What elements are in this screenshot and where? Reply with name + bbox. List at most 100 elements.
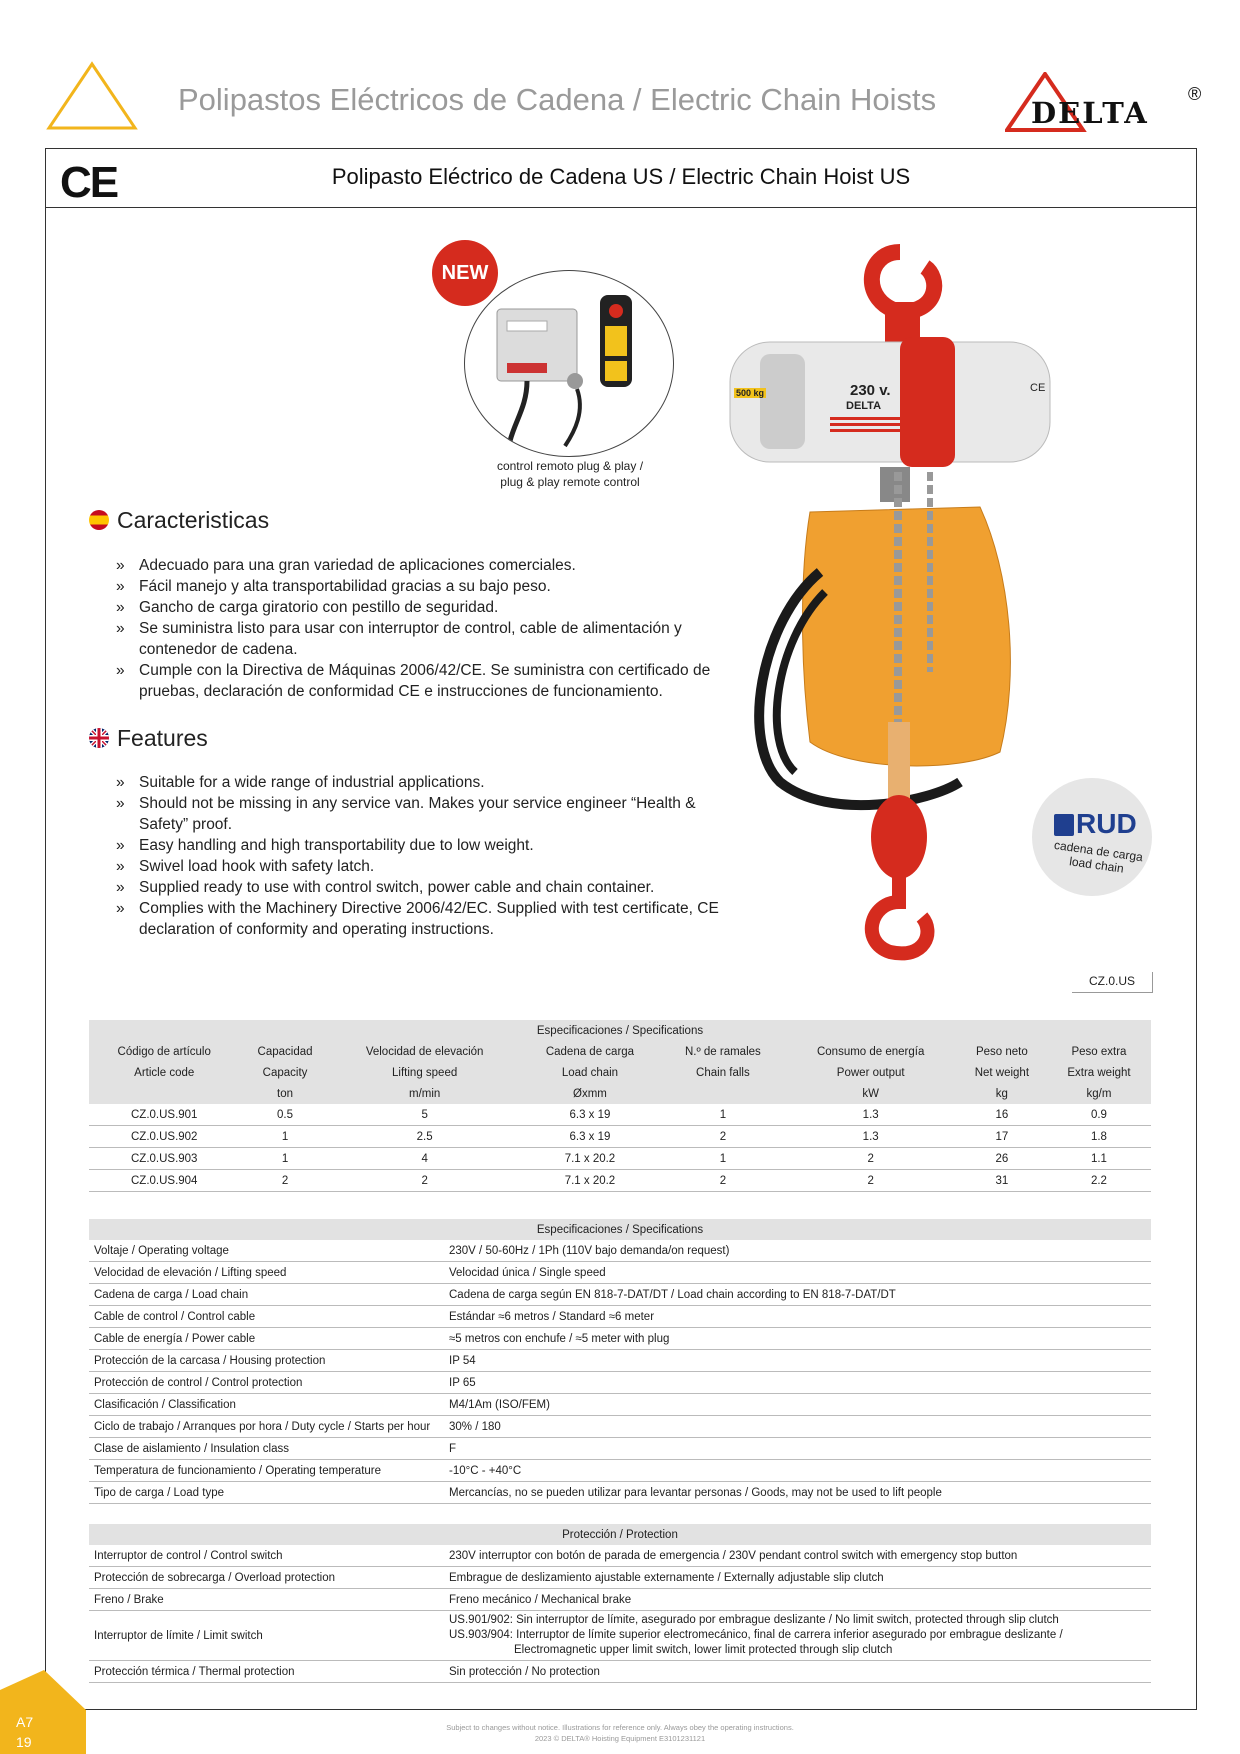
header-cell: Velocidad de elevación (330, 1041, 519, 1062)
new-badge-label: NEW (441, 262, 489, 284)
spec-label: Ciclo de trabajo / Arranques por hora / … (89, 1415, 444, 1438)
spec-value: IP 54 (444, 1349, 1151, 1372)
unit-cell: ton (239, 1083, 331, 1104)
unit-cell: kW (784, 1083, 957, 1104)
table-cell: 1 (239, 1147, 331, 1170)
list-item: Cumple con la Directiva de Máquinas 2006… (89, 660, 729, 702)
table-row: CZ.0.US.903 1 4 7.1 x 20.2 1 2 26 1.1 (89, 1147, 1151, 1170)
hoist-brand-label: DELTA (846, 400, 882, 412)
remote-caption-line-1: control remoto plug & play / (496, 459, 644, 473)
rud-logo-text: RUD (1076, 808, 1137, 839)
table-cell: 1 (661, 1104, 785, 1126)
limit-switch-line-2: US.903/904: Interruptor de límite superi… (449, 1629, 1063, 1641)
product-title-bar: Polipasto Eléctrico de Cadena US / Elect… (45, 148, 1197, 208)
caracteristicas-heading: Caracteristicas (89, 507, 269, 534)
footer-disclaimer: Subject to changes without notice. Illus… (400, 1722, 840, 1744)
rud-logo-icon (1054, 814, 1074, 836)
remote-control-image (464, 270, 674, 457)
header-cell: Extra weight (1046, 1062, 1151, 1083)
table-cell: 31 (956, 1169, 1047, 1192)
table-cell: 6.3 x 19 (518, 1125, 662, 1148)
delta-brand-text: DELTA (1031, 96, 1149, 130)
table-cell: 26 (956, 1147, 1047, 1170)
spec-label: Temperatura de funcionamiento / Operatin… (89, 1459, 444, 1482)
table-cell: 2 (784, 1169, 957, 1192)
page-section: A7 (16, 1714, 34, 1730)
list-item: Supplied ready to use with control switc… (89, 877, 729, 898)
spec-label: Protección de sobrecarga / Overload prot… (89, 1566, 444, 1589)
spec-value: 30% / 180 (444, 1415, 1151, 1438)
spec-value: 230V interruptor con botón de parada de … (444, 1545, 1151, 1567)
remote-control-illustration (496, 295, 632, 448)
rud-caption: cadena de carga load chain (1049, 838, 1147, 879)
table-cell: 1.3 (784, 1104, 957, 1126)
footer-line-2: 2023 © DELTA® Hoisting Equipment E310123… (534, 1734, 706, 1743)
spec-value: M4/1Am (ISO/FEM) (444, 1393, 1151, 1416)
footer-line-1: Subject to changes without notice. Illus… (446, 1723, 794, 1732)
unit-cell: kg/m (1046, 1083, 1151, 1104)
spec-label: Voltaje / Operating voltage (89, 1240, 444, 1262)
header-cell: Consumo de energía (784, 1041, 957, 1062)
header-cell: Net weight (956, 1062, 1047, 1083)
list-item: Complies with the Machinery Directive 20… (89, 898, 729, 940)
table-cell: 1 (661, 1147, 785, 1170)
table-row: Protección de la carcasa / Housing prote… (89, 1349, 1151, 1372)
table-cell: CZ.0.US.904 (89, 1169, 240, 1192)
spec-label: Clasificación / Classification (89, 1393, 444, 1416)
table-cell: 2 (330, 1169, 519, 1192)
hoist-ce-label: CE (1030, 382, 1046, 394)
header-cell: Chain falls (661, 1062, 785, 1083)
spec-label: Freno / Brake (89, 1588, 444, 1611)
features-heading-text: Features (117, 725, 208, 751)
table-cell: 2 (661, 1125, 785, 1148)
table-row: CZ.0.US.902 1 2.5 6.3 x 19 2 1.3 17 1.8 (89, 1125, 1151, 1148)
limit-switch-line-1: US.901/902: Sin interruptor de límite, a… (449, 1614, 1059, 1626)
table-cell: 0.9 (1046, 1104, 1151, 1126)
header-cell: N.º de ramales (661, 1041, 785, 1062)
spec-value: 230V / 50-60Hz / 1Ph (110V bajo demanda/… (444, 1240, 1151, 1262)
spec-label: Protección de la carcasa / Housing prote… (89, 1349, 444, 1372)
spec-label: Protección térmica / Thermal protection (89, 1660, 444, 1683)
unit-cell: kg (956, 1083, 1047, 1104)
table-cell: 7.1 x 20.2 (518, 1169, 662, 1192)
spec-label: Cable de energía / Power cable (89, 1327, 444, 1350)
new-badge: NEW (432, 240, 498, 306)
protection-title: Protección / Protection (89, 1524, 1151, 1545)
spec-label: Tipo de carga / Load type (89, 1481, 444, 1504)
table-row: Temperatura de funcionamiento / Operatin… (89, 1459, 1151, 1482)
warning-triangle-icon (46, 61, 138, 130)
spec-label: Cable de control / Control cable (89, 1305, 444, 1328)
spec-value: Embrague de deslizamiento ajustable exte… (444, 1566, 1151, 1589)
table-row: CZ.0.US.904 2 2 7.1 x 20.2 2 2 31 2.2 (89, 1169, 1151, 1192)
header-cell: Cadena de carga (518, 1041, 662, 1062)
table-cell: 16 (956, 1104, 1047, 1126)
table-row: Cable de energía / Power cable≈5 metros … (89, 1327, 1151, 1350)
spec-label: Velocidad de elevación / Lifting speed (89, 1261, 444, 1284)
features-list: Suitable for a wide range of industrial … (89, 772, 729, 940)
delta-logo: DELTA ® (1003, 70, 1205, 134)
spec-value: -10°C - +40°C (444, 1459, 1151, 1482)
remote-caption-line-2: plug & play remote control (500, 475, 640, 489)
header-cell: Peso neto (956, 1041, 1047, 1062)
spec-label: Cadena de carga / Load chain (89, 1283, 444, 1306)
list-item: Swivel load hook with safety latch. (89, 856, 729, 877)
caracteristicas-list: Adecuado para una gran variedad de aplic… (89, 555, 729, 702)
spec-value: Freno mecánico / Mechanical brake (444, 1588, 1151, 1611)
general-specifications-title: Especificaciones / Specifications (89, 1219, 1151, 1240)
header-cell: Power output (784, 1062, 957, 1083)
table-cell: 1 (239, 1125, 331, 1148)
table-cell: 1.8 (1046, 1125, 1151, 1148)
features-heading: Features (89, 725, 208, 752)
spec-label: Interruptor de límite / Limit switch (89, 1610, 444, 1661)
chain-hoist-image: 230 v. DELTA 500 kg CE (700, 242, 1100, 982)
spec-value: Cadena de carga según EN 818-7-DAT/DT / … (444, 1283, 1151, 1306)
list-item: Gancho de carga giratorio con pestillo d… (89, 597, 729, 618)
ce-mark: CE (60, 158, 119, 207)
table-cell: 1.3 (784, 1125, 957, 1148)
